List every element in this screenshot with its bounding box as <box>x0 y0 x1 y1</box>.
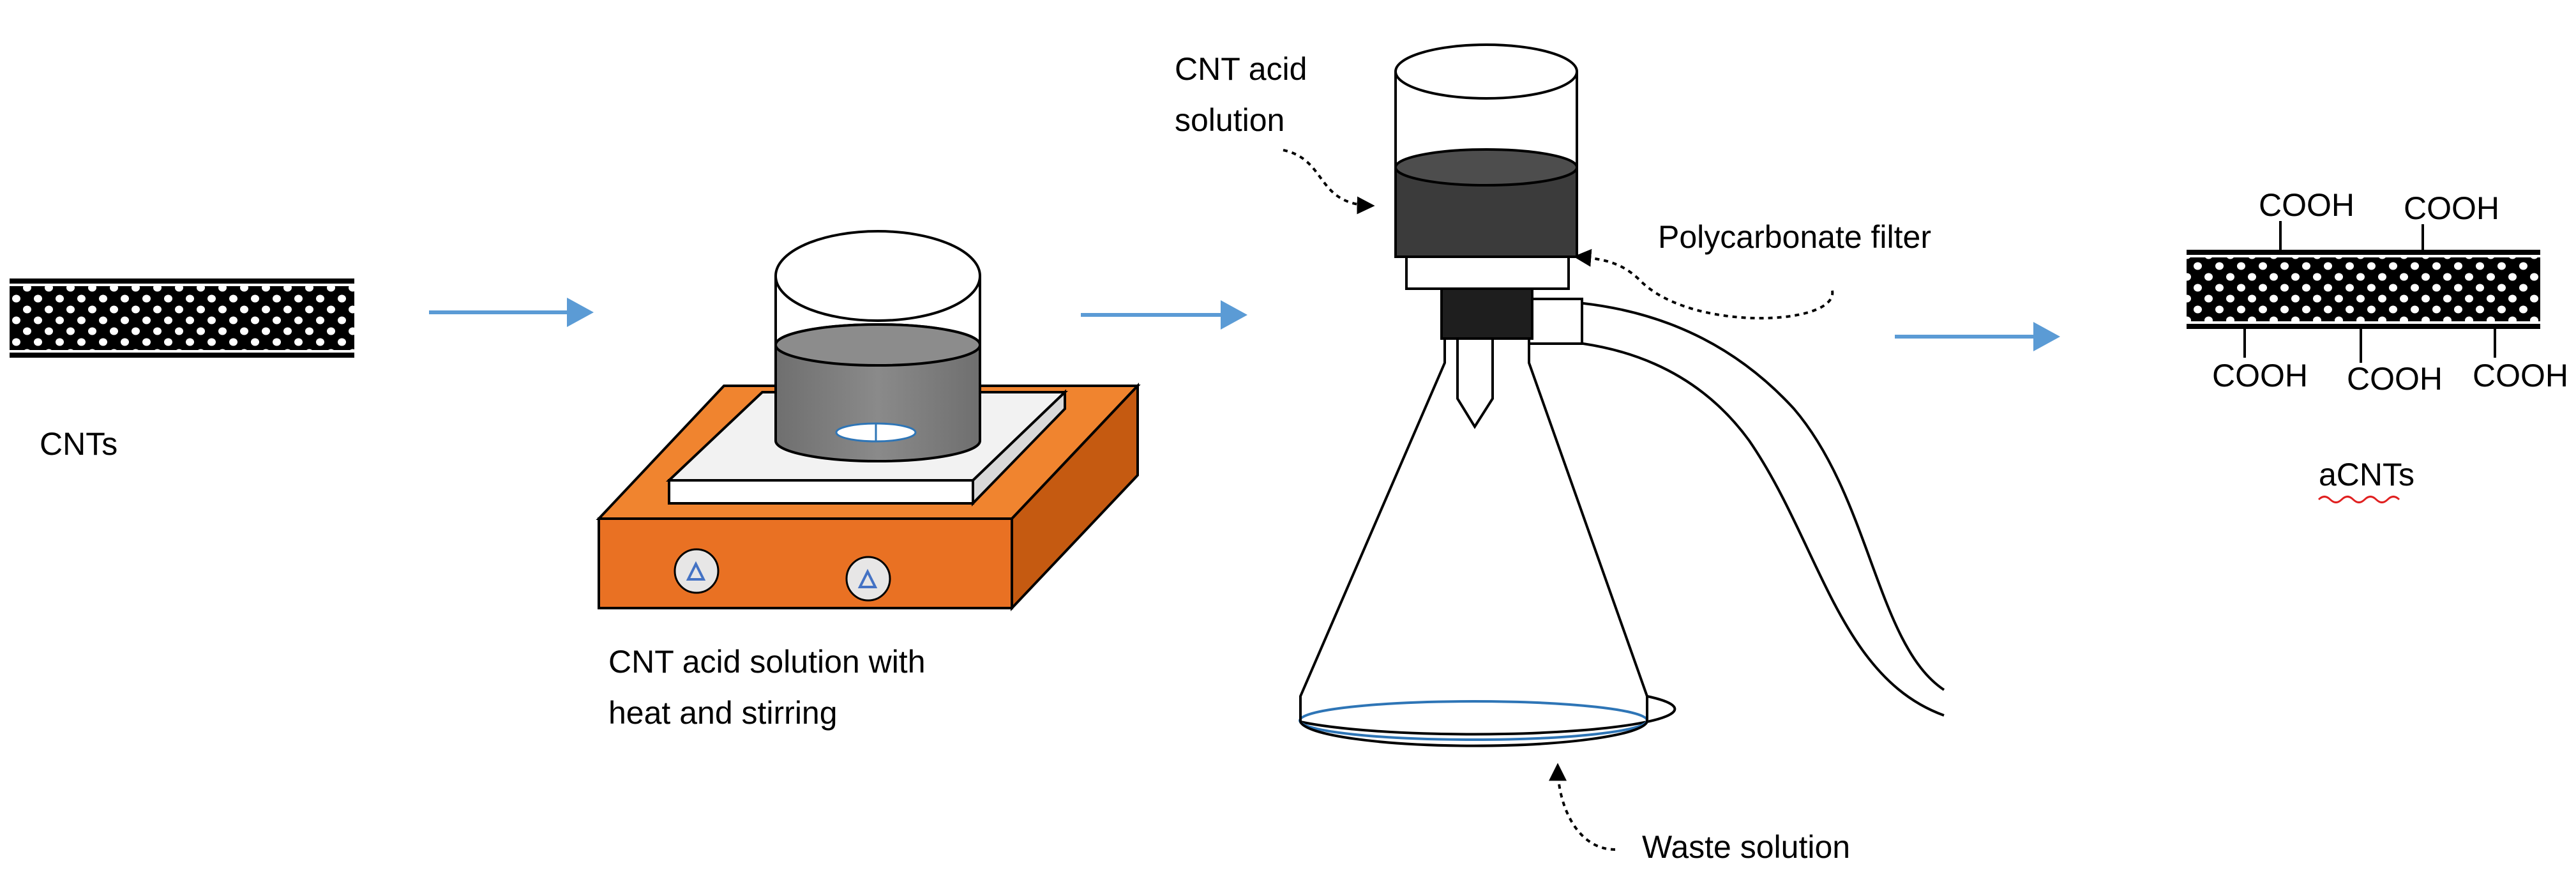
funnel-liquid-surface <box>1394 148 1578 187</box>
flask-side-arm <box>1528 298 1583 345</box>
pointer-cnt-acid <box>1283 149 1375 215</box>
filter-label-line2: solution <box>1175 102 1284 138</box>
funnel-rim <box>1394 43 1578 100</box>
right-arrow-icon <box>567 298 594 327</box>
stir-knob-right <box>845 556 891 602</box>
beaker-liquid-surface <box>774 323 981 367</box>
spellcheck-underline <box>2317 496 2400 503</box>
vacuum-filtration-setup <box>1299 43 1945 747</box>
stir-label-line1: CNT acid solution with <box>608 644 926 680</box>
beaker-rim <box>774 230 981 322</box>
cooh-label: COOH <box>2473 358 2568 393</box>
hotplate-front <box>598 517 1013 609</box>
right-arrow-icon <box>1221 300 1247 330</box>
cooh-label: COOH <box>2404 190 2499 226</box>
stir-knob-left <box>674 548 719 594</box>
cnt-raw <box>10 278 354 358</box>
polycarbonate-filter-holder <box>1405 253 1570 290</box>
rubber-stopper <box>1440 287 1533 340</box>
beaker <box>774 230 981 462</box>
vacuum-hose-inner <box>1528 339 1945 717</box>
stir-label-line2: heat and stirring <box>608 695 838 731</box>
flask-base <box>1299 721 1648 747</box>
cnts-label: CNTs <box>40 426 117 462</box>
knob-triangle-icon <box>857 568 878 588</box>
acnts-label: aCNTs <box>2319 457 2414 492</box>
cooh-label: COOH <box>2347 361 2443 397</box>
pointer-waste <box>1549 763 1616 851</box>
erlenmeyer-flask <box>1299 286 1676 736</box>
acnt-lattice <box>2187 257 2540 321</box>
cooh-label: COOH <box>2212 358 2308 393</box>
waste-solution-label: Waste solution <box>1642 829 1850 865</box>
vacuum-hose-outer <box>1528 299 1945 691</box>
process-arrow-1 <box>429 298 594 327</box>
process-arrow-3 <box>1895 322 2060 351</box>
polycarbonate-filter-label: Polycarbonate filter <box>1658 219 1931 255</box>
funnel-stem <box>1456 337 1494 429</box>
cooh-label: COOH <box>2259 187 2354 223</box>
right-arrow-icon <box>2033 322 2060 351</box>
cnt-functionalized: COOH COOH COOH COOH COOH <box>2187 187 2568 397</box>
process-arrow-2 <box>1081 300 1247 330</box>
filter-label-line1: CNT acid <box>1175 51 1307 87</box>
pointer-polycarbonate <box>1573 248 1834 320</box>
hotplate-plate-front <box>668 479 974 505</box>
cnt-raw-lattice <box>10 286 354 350</box>
knob-triangle-icon <box>686 561 706 581</box>
